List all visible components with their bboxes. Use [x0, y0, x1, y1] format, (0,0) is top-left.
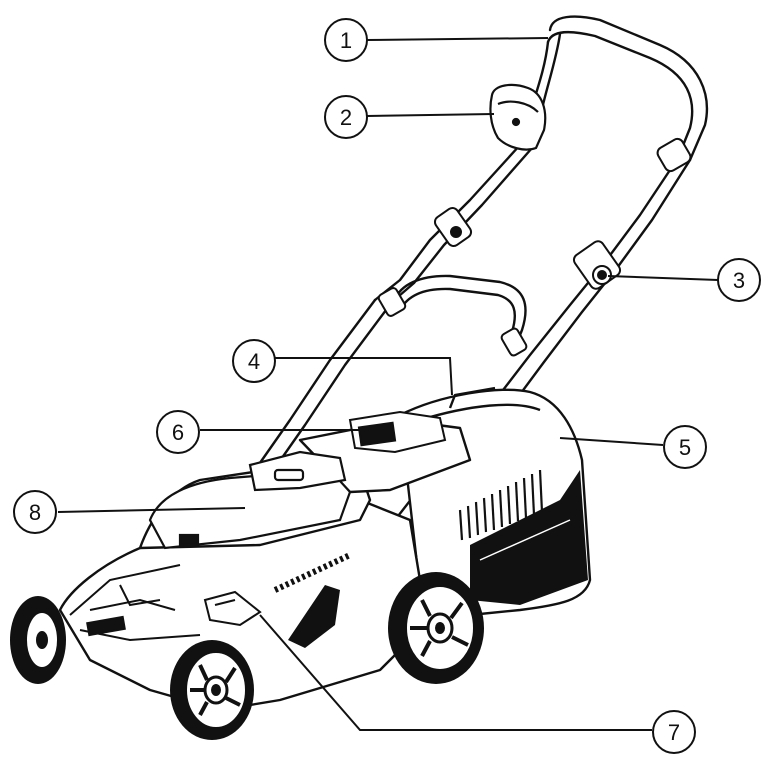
deck-side-vent: [273, 552, 352, 648]
callout-8-label: 8: [29, 500, 41, 525]
callout-6: 6: [156, 410, 200, 454]
callout-1-label: 1: [340, 28, 352, 53]
front-guard: [69, 564, 201, 642]
rear-right-wheel: [388, 572, 484, 684]
callout-2-label: 2: [340, 105, 352, 130]
callout-7: 7: [652, 710, 696, 754]
callout-2: 2: [324, 95, 368, 139]
leader-5: [559, 437, 664, 446]
leader-1: [366, 37, 549, 41]
grass-box-vents: [458, 469, 544, 541]
callout-4-label: 4: [248, 349, 260, 374]
grass-box-panel-ridge: [479, 519, 571, 561]
front-left-wheel: [10, 596, 66, 684]
leader-2: [366, 113, 495, 117]
front-right-wheel: [170, 640, 254, 740]
callout-3: 3: [717, 258, 761, 302]
handle-brackets: [377, 137, 692, 357]
callout-5-label: 5: [679, 435, 691, 460]
callout-1: 1: [324, 18, 368, 62]
callout-7-label: 7: [668, 720, 680, 745]
callout-3-label: 3: [733, 268, 745, 293]
leader-3: [607, 275, 719, 281]
control-box: [489, 83, 547, 151]
leader-lines: [57, 37, 719, 731]
leader-4: [275, 357, 453, 396]
leader-8: [57, 507, 246, 513]
safety-key-panel: [348, 410, 447, 454]
callout-6-label: 6: [172, 420, 184, 445]
height-adjust-lever: [203, 590, 262, 627]
callout-5: 5: [663, 425, 707, 469]
battery-cover: [148, 450, 352, 550]
leader-7: [259, 614, 652, 731]
callout-4: 4: [232, 339, 276, 383]
callout-8: 8: [13, 490, 57, 534]
